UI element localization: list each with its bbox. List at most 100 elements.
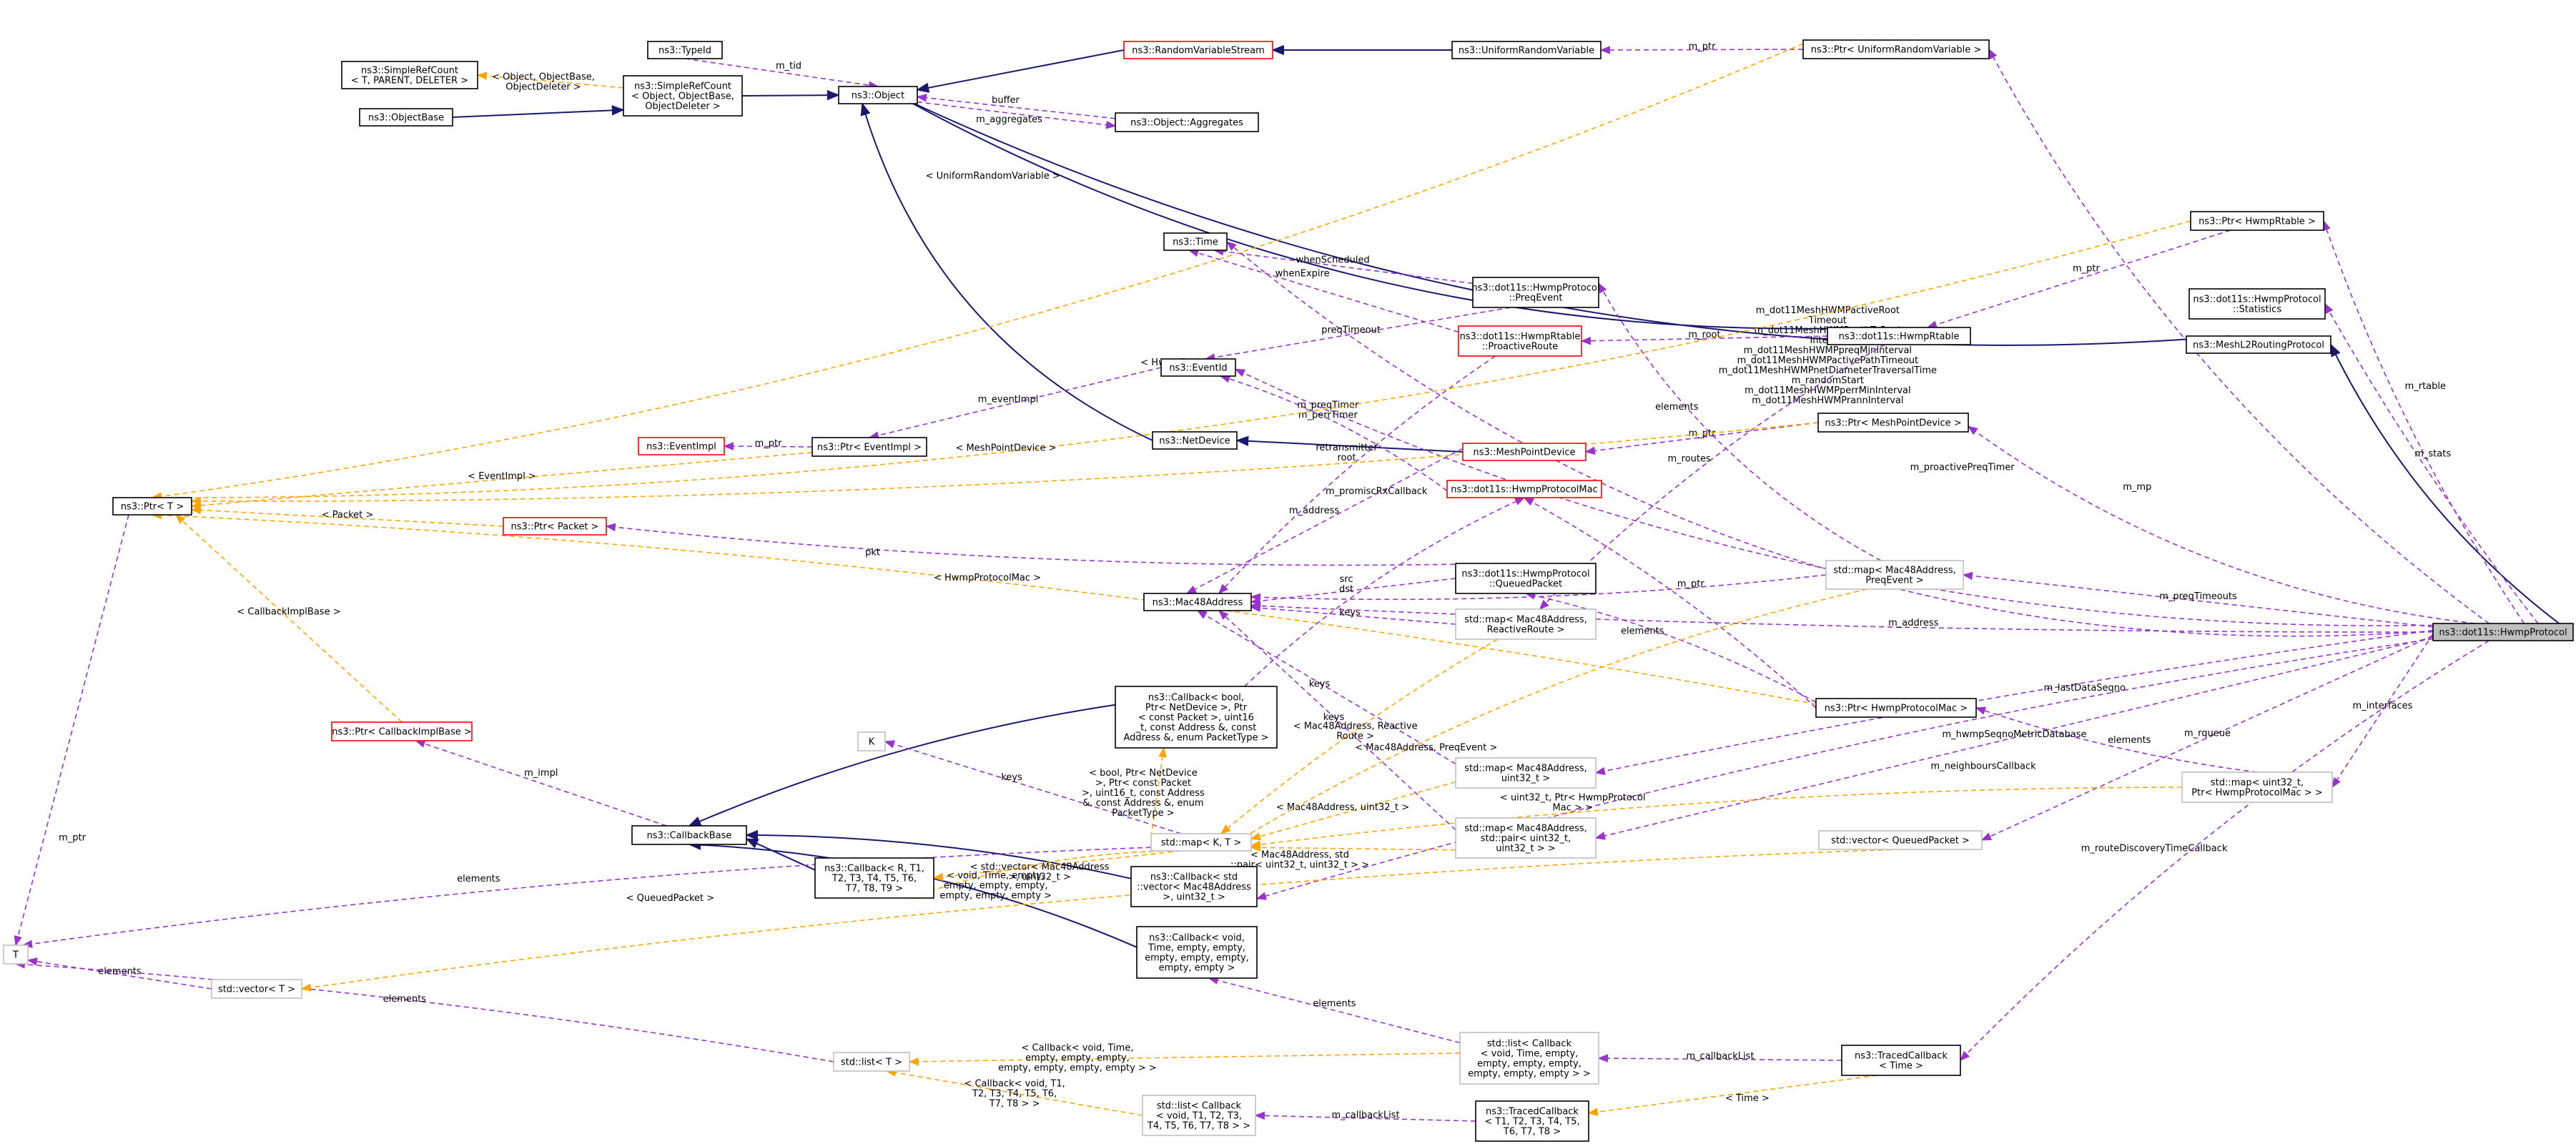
- class-node-box: [2190, 211, 2324, 231]
- class-node-t[interactable]: T: [3, 945, 29, 965]
- class-node-k[interactable]: K: [857, 731, 886, 751]
- class-node-list-cb-t[interactable]: std::list< Callback< void, T1, T2, T3,T4…: [1142, 1095, 1256, 1136]
- class-node-vector-t[interactable]: std::vector< T >: [211, 979, 302, 999]
- class-node-mac48[interactable]: ns3::Mac48Address: [1143, 593, 1252, 611]
- class-node-box: [1446, 480, 1602, 498]
- class-node-urv[interactable]: ns3::UniformRandomVariable: [1451, 41, 1602, 59]
- edge-label-queued-tmpl: < QueuedPacket >: [626, 893, 715, 904]
- template-edge-75: [1250, 786, 2183, 849]
- class-node-netdevice[interactable]: ns3::NetDevice: [1152, 431, 1238, 450]
- template-edge-68: [190, 452, 813, 510]
- class-node-object[interactable]: ns3::Object: [838, 86, 918, 104]
- class-node-focus[interactable]: ns3::dot11s::HwmpProtocol: [2432, 623, 2574, 641]
- edge-label-preq-timeout: preqTimeout: [1321, 325, 1381, 336]
- class-node-eventimpl[interactable]: ns3::EventImpl: [638, 437, 725, 455]
- class-node-list-cb-time[interactable]: std::list< Callback< void, Time, empty,e…: [1459, 1032, 1599, 1085]
- class-node-statistics[interactable]: ns3::dot11s::HwmpProtocol::Statistics: [2188, 288, 2326, 320]
- class-node-label: ns3::dot11s::HwmpProtocol::QueuedPacket: [1461, 569, 1589, 590]
- class-node-map-mac-uint[interactable]: std::map< Mac48Address,uint32_t >: [1455, 757, 1597, 789]
- usage-edge-38: [1250, 603, 1456, 625]
- class-node-label: ns3::TypeId: [658, 46, 711, 56]
- edge-label-m-promisc: m_promiscRxCallback: [1326, 486, 1428, 497]
- class-node-queuedpacket[interactable]: ns3::dot11s::HwmpProtocol::QueuedPacket: [1455, 563, 1597, 594]
- class-node-box: [838, 86, 918, 104]
- usage-edge-59: [1208, 976, 1461, 1044]
- class-node-ptr-urv[interactable]: ns3::Ptr< UniformRandomVariable >: [1802, 39, 1990, 59]
- class-node-hwmpprotocolmac[interactable]: ns3::dot11s::HwmpProtocolMac: [1446, 480, 1602, 498]
- class-node-box: [811, 437, 927, 457]
- edge-label-m-rqueue: m_rqueue: [2184, 728, 2231, 739]
- edge-label-elements-vec: elements: [98, 966, 142, 977]
- edge-label-m-aggregates: m_aggregates: [976, 114, 1042, 125]
- class-node-callback-r[interactable]: ns3::Callback< R, T1,T2, T3, T4, T5, T6,…: [814, 857, 934, 899]
- class-node-ptr-hwmpmac[interactable]: ns3::Ptr< HwmpProtocolMac >: [1815, 698, 1977, 718]
- class-node-proactiveroute[interactable]: ns3::dot11s::HwmpRtable::ProactiveRoute: [1458, 325, 1582, 357]
- usage-edge-54: [1218, 610, 1456, 831]
- edge-label-m-event-impl: m_eventImpl: [978, 395, 1039, 405]
- template-edge-66: [151, 220, 2191, 502]
- class-node-time[interactable]: ns3::Time: [1163, 232, 1228, 251]
- edge-label-bool-tmpl: < bool, Ptr< NetDevice>, Ptr< const Pack…: [1082, 768, 1205, 819]
- class-node-preqevent[interactable]: ns3::dot11s::HwmpProtocol::PreqEvent: [1471, 277, 1600, 308]
- class-node-ptr-hwmprtable[interactable]: ns3::Ptr< HwmpRtable >: [2190, 211, 2324, 231]
- class-node-map-reactive[interactable]: std::map< Mac48Address,ReactiveRoute >: [1455, 608, 1597, 640]
- class-node-callback-vec[interactable]: ns3::Callback< std::vector< Mac48Address…: [1130, 866, 1258, 907]
- class-node-ptr-packet[interactable]: ns3::Ptr< Packet >: [503, 517, 607, 536]
- inheritance-edge-0: [916, 49, 1125, 93]
- class-node-meshpointdevice[interactable]: ns3::MeshPointDevice: [1462, 443, 1586, 461]
- class-node-ptr-eventimpl[interactable]: ns3::Ptr< EventImpl >: [811, 437, 927, 457]
- class-node-label: ns3::dot11s::HwmpRtable::ProactiveRoute: [1460, 332, 1581, 352]
- class-node-simplerefcount-obj[interactable]: ns3::SimpleRefCount< Object, ObjectBase,…: [623, 75, 743, 117]
- class-node-callbackbase[interactable]: ns3::CallbackBase: [631, 825, 747, 845]
- class-node-objectbase[interactable]: ns3::ObjectBase: [359, 108, 453, 127]
- class-node-eventid[interactable]: ns3::EventId: [1160, 358, 1236, 377]
- class-node-map-kt[interactable]: std::map< K, T >: [1150, 833, 1252, 852]
- template-edge-76: [1250, 843, 1456, 852]
- class-node-label: T: [12, 950, 19, 961]
- edge-label-m-neighbours: m_neighboursCallback: [1930, 761, 2036, 771]
- class-node-aggregates[interactable]: ns3::Object::Aggregates: [1115, 112, 1259, 132]
- class-node-rvstream[interactable]: ns3::RandomVariableStream: [1123, 41, 1273, 59]
- class-node-label: ns3::Object: [852, 91, 904, 102]
- class-node-label: ns3::Time: [1173, 237, 1218, 248]
- class-node-label: ns3::EventId: [1169, 363, 1227, 374]
- class-node-tracedcb-t[interactable]: ns3::TracedCallback< T1, T2, T3, T4, T5,…: [1475, 1100, 1589, 1142]
- usage-edge-63: [1254, 1111, 1476, 1122]
- class-node-box: [1136, 926, 1258, 979]
- class-node-label: std::list< Callback< void, T1, T2, T3,T4…: [1147, 1101, 1250, 1132]
- template-edge-79: [909, 850, 1172, 899]
- edge-label-m-rtable: m_rtable: [2405, 381, 2446, 392]
- class-node-hwmprtable[interactable]: ns3::dot11s::HwmpRtable: [1827, 327, 1971, 345]
- class-node-vector-queued[interactable]: std::vector< QueuedPacket >: [1818, 830, 1983, 850]
- class-node-box: [2181, 771, 2333, 803]
- edge-label-m-preq-timeouts: m_preqTimeouts: [2159, 591, 2237, 602]
- edge-label-m-proactive: m_proactivePreqTimer: [1910, 463, 2015, 473]
- class-node-map-mac-pair[interactable]: std::map< Mac48Address,std::pair< uint32…: [1455, 817, 1597, 859]
- template-edge-82: [1587, 1075, 1877, 1116]
- class-node-callback-void[interactable]: ns3::Callback< void,Time, empty, empty,e…: [1136, 926, 1258, 979]
- usage-edge-28: [1234, 368, 2434, 626]
- class-node-tracedcb-time[interactable]: ns3::TracedCallback< Time >: [1841, 1045, 1961, 1076]
- class-node-box: [1130, 866, 1258, 907]
- class-node-typeid[interactable]: ns3::TypeId: [647, 41, 723, 59]
- edge-label-pair-tmpl: < Mac48Address, std::pair< uint32_t, uin…: [1230, 850, 1369, 871]
- class-node-meshl2[interactable]: ns3::MeshL2RoutingProtocol: [2186, 335, 2331, 354]
- class-node-ptr-t[interactable]: ns3::Ptr< T >: [112, 497, 192, 516]
- edge-label-pkt: pkt: [865, 547, 880, 558]
- class-node-label: ns3::Ptr< MeshPointDevice >: [1825, 418, 1961, 429]
- class-node-ptr-cbimplbase[interactable]: ns3::Ptr< CallbackImplBase >: [331, 721, 473, 741]
- class-node-box: [1817, 413, 1969, 433]
- class-node-simplerefcount-t[interactable]: ns3::SimpleRefCount< T, PARENT, DELETER …: [341, 61, 478, 89]
- class-node-label: std::map< uint32_t,Ptr< HwmpProtocolMac …: [2191, 778, 2322, 799]
- class-node-map-preqevent[interactable]: std::map< Mac48Address,PreqEvent >: [1825, 560, 1964, 590]
- class-node-map-uint-ptrmac[interactable]: std::map< uint32_t,Ptr< HwmpProtocolMac …: [2181, 771, 2333, 803]
- class-node-list-t[interactable]: std::list< T >: [833, 1052, 910, 1072]
- class-node-box: [211, 979, 302, 999]
- class-node-label: ns3::Callback< R, T1,T2, T3, T4, T5, T6,…: [824, 864, 924, 894]
- class-node-callback-bool[interactable]: ns3::Callback< bool,Ptr< NetDevice >, Pt…: [1115, 686, 1278, 749]
- class-node-box: [631, 825, 747, 845]
- class-node-ptr-meshpoint[interactable]: ns3::Ptr< MeshPointDevice >: [1817, 413, 1969, 433]
- class-node-box: [623, 75, 743, 117]
